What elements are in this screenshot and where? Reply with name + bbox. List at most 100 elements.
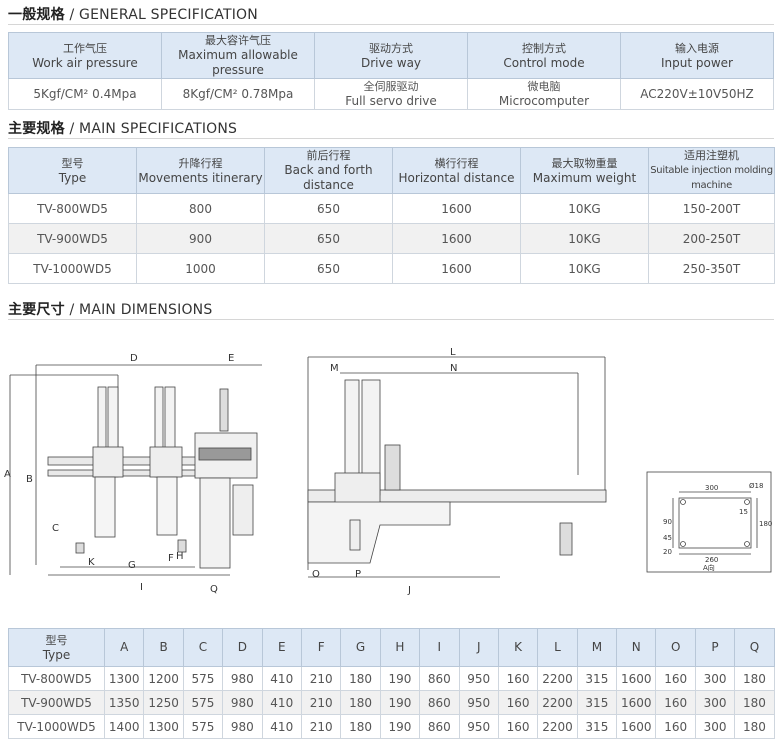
table-cell: 300: [694, 666, 736, 691]
table-cell: 1600: [392, 193, 521, 224]
table-cell: 410: [261, 690, 302, 715]
table-cell: 1300: [143, 714, 184, 739]
dims-header-k: K: [497, 628, 539, 667]
dims-header-d: D: [222, 628, 263, 667]
dims-header-m: M: [576, 628, 618, 667]
table-cell: 190: [379, 714, 421, 739]
dims-header-i: I: [419, 628, 460, 667]
dims-header-b: B: [143, 628, 184, 667]
table-cell: 180: [340, 714, 381, 739]
table-cell: 410: [261, 714, 302, 739]
base-dim-300: 300: [705, 484, 718, 492]
table-cell: 1400: [103, 714, 145, 739]
table-cell: 1250: [143, 690, 184, 715]
table-cell: 200-250T: [648, 223, 775, 254]
table-cell: 800: [136, 193, 265, 224]
table-cell: 190: [379, 666, 421, 691]
dim-label-k: K: [88, 557, 95, 568]
table-cell: 10KG: [520, 223, 649, 254]
base-dim-260: 260: [705, 556, 718, 564]
table-row: TV-900WD5 900 650 1600 10KG 200-250T: [8, 223, 775, 254]
dims-header-f: F: [300, 628, 342, 667]
general-title-en: / GENERAL SPECIFICATION: [69, 7, 258, 23]
side-view-drawing: L M N O P J: [307, 347, 607, 596]
table-cell: 860: [419, 690, 460, 715]
table-cell: 980: [222, 666, 263, 691]
dimensions-title-cn: 主要尺寸: [8, 302, 65, 318]
dims-header-e: E: [261, 628, 302, 667]
dim-label-p: P: [355, 569, 361, 580]
table-cell: 950: [458, 666, 499, 691]
main-divider: [8, 138, 774, 139]
dim-label-a: A: [4, 469, 11, 480]
dim-label-f: F: [168, 553, 174, 564]
table-cell: 650: [264, 253, 393, 284]
dimensions-divider: [8, 319, 774, 320]
base-dim-15: 15: [739, 508, 748, 516]
table-cell: 1600: [616, 714, 657, 739]
base-dim-90: 90: [663, 518, 672, 526]
table-cell: 180: [340, 666, 381, 691]
table-cell: TV-900WD5: [8, 690, 105, 715]
table-cell: 10KG: [520, 193, 649, 224]
table-cell: 150-200T: [648, 193, 775, 224]
table-row: TV-800WD5 1300 1200 575 980 410 210 180 …: [8, 666, 775, 691]
dimensions-section-title: 主要尺寸 / MAIN DIMENSIONS: [8, 299, 212, 319]
dim-label-o: O: [312, 569, 320, 580]
table-cell: 900: [136, 223, 265, 254]
dims-header-o: O: [655, 628, 696, 667]
table-cell: TV-1000WD5: [8, 253, 137, 284]
general-divider: [8, 24, 774, 25]
dims-header-g: G: [340, 628, 381, 667]
dims-header-q: Q: [734, 628, 775, 667]
dim-label-m: M: [330, 363, 339, 374]
table-cell: TV-800WD5: [8, 193, 137, 224]
general-title-cn: 一般规格: [8, 7, 65, 23]
dim-label-q: Q: [210, 584, 218, 595]
table-cell: 410: [261, 666, 302, 691]
dims-header-l: L: [537, 628, 578, 667]
dimensions-title-en: / MAIN DIMENSIONS: [69, 302, 213, 318]
table-cell: 180: [734, 690, 775, 715]
general-value-max-pressure: 8Kgf/CM² 0.78Mpa: [161, 78, 315, 110]
dim-label-n: N: [450, 363, 457, 374]
table-cell: TV-800WD5: [8, 666, 105, 691]
table-cell: 1600: [616, 690, 657, 715]
table-cell: 650: [264, 193, 393, 224]
table-cell: 160: [497, 690, 539, 715]
dim-label-j: J: [407, 585, 411, 596]
base-plate-drawing: 300 260 180 90 45 20 Ø18 15 A向: [646, 471, 772, 573]
table-cell: 1600: [392, 253, 521, 284]
table-cell: 1350: [103, 690, 145, 715]
table-cell: 1200: [143, 666, 184, 691]
dim-label-h: H: [176, 551, 184, 562]
table-cell: 860: [419, 714, 460, 739]
table-cell: 180: [734, 714, 775, 739]
table-cell: 575: [182, 666, 224, 691]
table-cell: 1300: [103, 666, 145, 691]
dim-label-d: D: [130, 353, 138, 364]
main-title-en: / MAIN SPECIFICATIONS: [69, 121, 238, 137]
base-dim-45: 45: [663, 534, 672, 542]
dim-label-g: G: [128, 560, 136, 571]
table-cell: 860: [419, 666, 460, 691]
dims-header-p: P: [694, 628, 736, 667]
main-section-title: 主要规格 / MAIN SPECIFICATIONS: [8, 118, 237, 138]
table-cell: 980: [222, 690, 263, 715]
dims-header-n: N: [616, 628, 657, 667]
